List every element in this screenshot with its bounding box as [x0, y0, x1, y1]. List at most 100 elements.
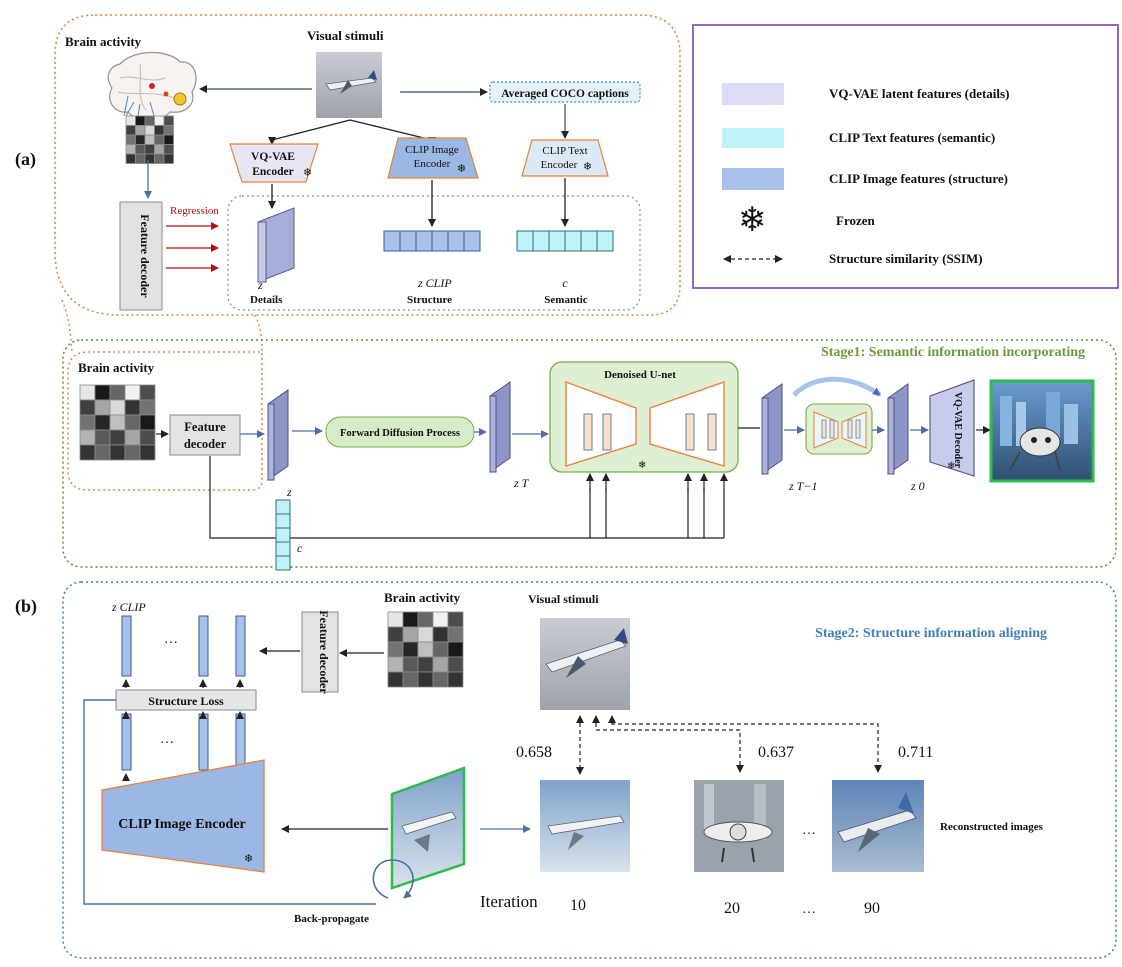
feature-decoder-label-1: Feature — [184, 420, 226, 434]
legend-swatch-vqvae — [722, 83, 784, 105]
voxel-cell — [124, 414, 141, 431]
zclip-columns — [121, 615, 246, 781]
voxel-cell — [139, 444, 156, 461]
ellipsis-recon: … — [802, 823, 816, 838]
unet-block — [685, 413, 695, 451]
legend-swatch-image — [722, 168, 784, 190]
legend-ssim: Structure similarity (SSIM) — [829, 251, 983, 266]
token-cell — [415, 230, 433, 252]
voxel-cell — [447, 626, 464, 643]
backprop-loop — [372, 859, 414, 899]
stage2-title: Stage2: Structure information aligning — [815, 626, 1047, 641]
voxel-cell — [402, 656, 419, 673]
zt-latent-block — [489, 381, 511, 473]
zclip-column — [121, 615, 132, 677]
voxel-cell — [124, 399, 141, 416]
iteration-10: 10 — [570, 897, 586, 914]
voxel-cell — [109, 399, 126, 416]
z0-label: z 0 — [910, 479, 925, 493]
z-latent-block-top — [257, 207, 295, 283]
legend-text: CLIP Text features (semantic) — [829, 130, 995, 145]
reconstruction-iter-90 — [832, 780, 924, 872]
voxel-cell — [447, 656, 464, 673]
legend-vqvae: VQ-VAE latent features (details) — [829, 86, 1009, 101]
label-b: (b) — [15, 596, 37, 617]
iteration-curve-arrow — [792, 376, 882, 398]
clip-image-encoder-label-2: Encoder — [414, 158, 451, 170]
zclip-column — [235, 615, 246, 677]
clip-text-encoder-box — [521, 139, 609, 177]
token-cell — [275, 555, 291, 571]
voxel-cell — [163, 153, 174, 164]
snowflake-icon: ❄ — [947, 461, 955, 472]
brain-activity-title-stage2: Brain activity — [384, 590, 461, 605]
zclip-label-stage2: z CLIP — [111, 600, 146, 614]
vqvae-encoder-box — [229, 143, 319, 183]
voxel-cell — [387, 656, 404, 673]
voxel-cell — [432, 626, 449, 643]
voxel-cell — [144, 134, 155, 145]
zoom-connector — [61, 299, 263, 353]
voxel-cell — [139, 384, 156, 401]
brain-activity-title-stage1: Brain activity — [78, 360, 155, 375]
voxel-cell — [154, 144, 165, 155]
voxel-cell — [109, 384, 126, 401]
unet-block — [821, 419, 827, 439]
token-cell — [548, 230, 566, 252]
feature-decoder-box — [169, 414, 241, 456]
voxel-cell — [144, 144, 155, 155]
token-cell — [596, 230, 614, 252]
voxel-cell — [94, 414, 111, 431]
reconstruction-iter-20 — [694, 780, 784, 872]
z-label-top: z — [257, 278, 263, 292]
backprop-path — [83, 699, 376, 905]
voxel-cell — [154, 134, 165, 145]
zt-label: z T — [513, 476, 530, 490]
voxel-cell — [163, 115, 174, 126]
feature-decoder-label-2: decoder — [184, 437, 227, 451]
clip-image-encoder-stage2 — [101, 759, 265, 873]
iteration-90: 90 — [864, 900, 880, 917]
ssim-value-20: 0.637 — [758, 744, 794, 761]
feature-decoder-stage2 — [301, 611, 339, 693]
voxel-cell — [432, 641, 449, 658]
voxel-cell — [432, 611, 449, 628]
voxel-grid-stage1 — [79, 384, 156, 461]
back-propagate-label: Back-propagate — [294, 913, 369, 925]
unet-block — [707, 413, 717, 451]
clip-text-encoder-label-1: CLIP Text — [542, 145, 587, 157]
voxel-cell — [417, 656, 434, 673]
details-label: Details — [250, 294, 283, 306]
clip-image-encoder-label-1: CLIP Image — [405, 144, 459, 156]
voxel-cell — [447, 641, 464, 658]
c-vertical-token-bar — [275, 499, 291, 571]
reconstruction-iter-10 — [540, 780, 630, 872]
c-condition-path — [209, 456, 724, 539]
label-a: (a) — [15, 149, 36, 170]
unet-encoder-shape — [565, 380, 637, 467]
voxel-cell — [154, 125, 165, 136]
snowflake-icon: ❄ — [738, 202, 767, 239]
voxel-cell — [135, 115, 146, 126]
vqvae-encoder-label-2: Encoder — [252, 166, 294, 178]
voxel-cell — [402, 641, 419, 658]
small-unet-shape — [813, 411, 867, 449]
feature-decoder-vertical — [119, 201, 163, 311]
stage1-brain-zoom-box — [67, 351, 263, 491]
voxel-cell — [447, 611, 464, 628]
stage1-border — [62, 339, 1117, 568]
snowflake-icon: ❄ — [638, 460, 646, 471]
legend-swatch-text — [722, 128, 784, 148]
z-label-stage1: z — [286, 485, 292, 499]
denoised-unet-label: Denoised U-net — [604, 369, 676, 381]
voxel-cell — [417, 671, 434, 688]
visual-stimuli-title-stage2: Visual stimuli — [528, 592, 599, 606]
voxel-cell — [135, 125, 146, 136]
voxel-cell — [124, 384, 141, 401]
voxel-cell — [144, 125, 155, 136]
zt-minus-1-latent-block — [761, 383, 783, 475]
voxel-cell — [94, 429, 111, 446]
snowflake-icon: ❄ — [583, 161, 592, 173]
